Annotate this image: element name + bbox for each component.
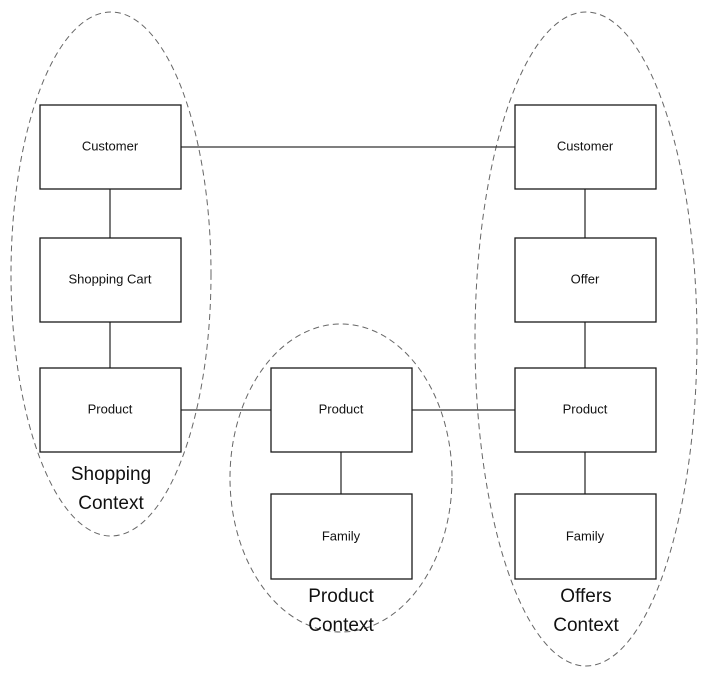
entity-label: Family <box>322 528 361 543</box>
entity-label: Family <box>566 528 605 543</box>
shopping-context-label-line1: Shopping <box>71 464 151 485</box>
shopping-context-boundary <box>10 11 212 537</box>
product-context-boundary <box>229 323 453 633</box>
entity-label: Product <box>319 401 364 416</box>
entity-offers-offer[interactable]: Offer <box>514 237 657 323</box>
product-context-label-line2: Context <box>308 615 374 636</box>
entity-label: Customer <box>82 138 139 153</box>
entity-label: Shopping Cart <box>68 271 151 286</box>
entity-shopping-customer[interactable]: Customer <box>39 104 182 190</box>
offers-context-boundary <box>474 11 698 667</box>
offers-context-label-line2: Context <box>553 615 619 636</box>
entity-product-product[interactable]: Product <box>270 367 413 453</box>
product-context-label-line1: Product <box>308 586 374 607</box>
entity-product-family[interactable]: Family <box>270 493 413 580</box>
entity-shopping-cart[interactable]: Shopping Cart <box>39 237 182 323</box>
entity-label: Customer <box>557 138 614 153</box>
entity-offers-family[interactable]: Family <box>514 493 657 580</box>
entity-label: Product <box>88 401 133 416</box>
offers-context-label-line1: Offers <box>560 586 611 607</box>
shopping-context-label-line2: Context <box>78 493 144 514</box>
entity-offers-product[interactable]: Product <box>514 367 657 453</box>
entity-label: Offer <box>571 271 600 286</box>
entity-label: Product <box>563 401 608 416</box>
entity-offers-customer[interactable]: Customer <box>514 104 657 190</box>
entity-shopping-product[interactable]: Product <box>39 367 182 453</box>
